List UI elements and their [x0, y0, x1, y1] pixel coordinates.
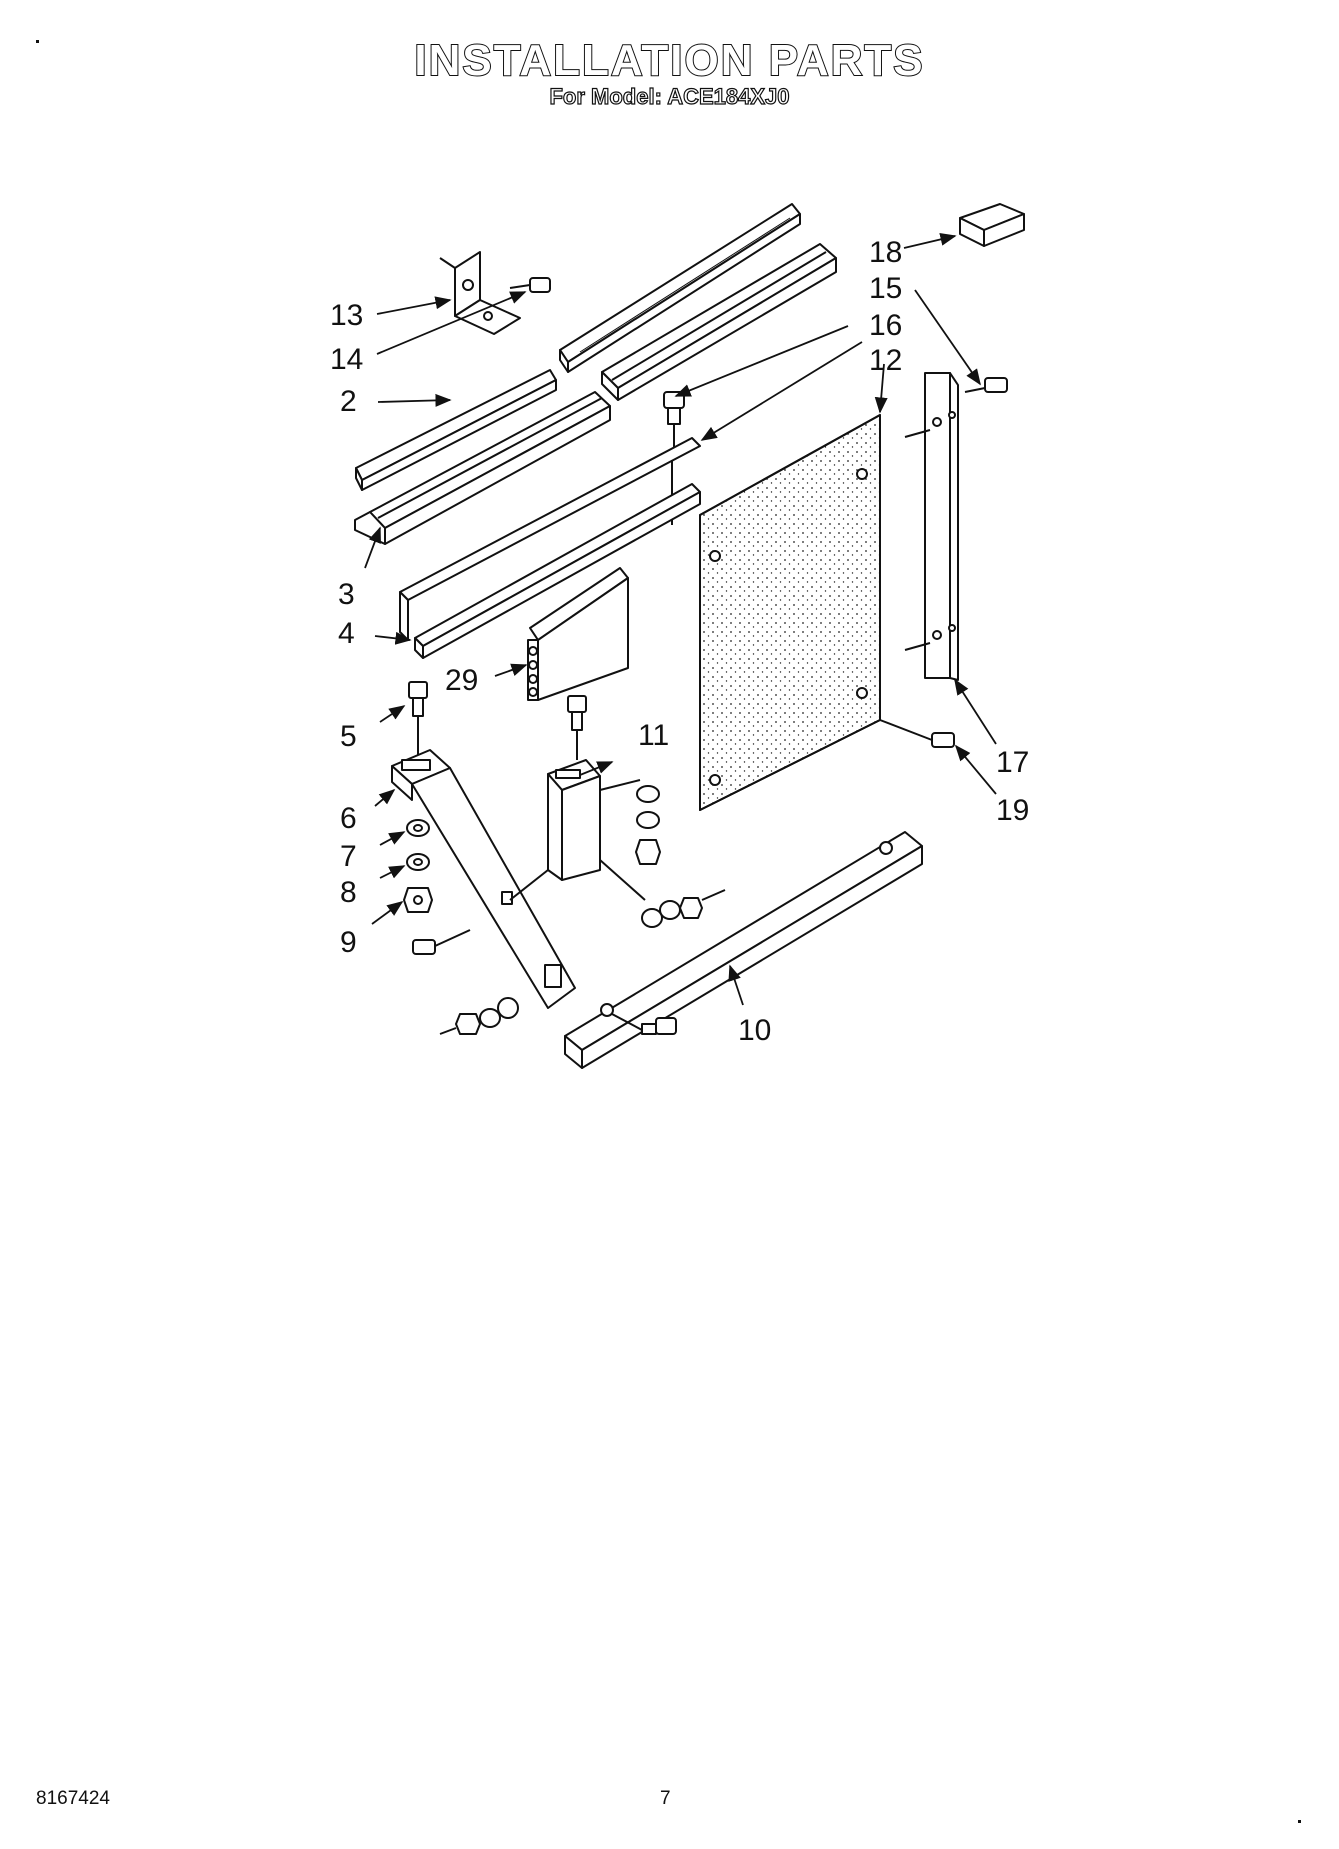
- lower-left-rail-part: [355, 369, 557, 491]
- callout-8: 8: [340, 876, 357, 909]
- top-rail-part: [559, 203, 801, 373]
- angle-16-part: [399, 437, 701, 641]
- document-number: 8167424: [36, 1788, 110, 1809]
- bottom-rail-10-part: [564, 831, 923, 1069]
- model-subtitle: For Model: ACE184XJ0: [549, 83, 790, 109]
- callout-14: 14: [330, 343, 363, 376]
- foam-strip-29-part: [527, 567, 629, 701]
- screw-14-part: [509, 277, 551, 293]
- leader-lines: [364, 233, 997, 1006]
- bolt-11-part: [567, 695, 587, 760]
- callout-15: 15: [869, 272, 902, 305]
- panel-12-part: [699, 414, 881, 811]
- callout-4: 4: [338, 617, 355, 650]
- nut-9-part: [403, 887, 433, 913]
- screw-15-part: [663, 391, 685, 448]
- callout-10: 10: [738, 1014, 771, 1047]
- callout-19: 19: [996, 794, 1029, 827]
- corner-bracket-part: [439, 251, 521, 335]
- scan-speck: [1298, 1820, 1301, 1823]
- callout-labels: 13 14 2 3 4 29 5 11 6 7 8 9 10 18 15 16 …: [330, 236, 1029, 1047]
- callout-17: 17: [996, 746, 1029, 779]
- callout-13: 13: [330, 299, 363, 332]
- callout-7: 7: [340, 840, 357, 873]
- block-18-part: [959, 203, 1025, 247]
- page-title: INSTALLATION PARTS: [413, 35, 925, 86]
- bolt-10-part: [611, 1013, 677, 1035]
- support-leg-6-part: [391, 749, 576, 1009]
- angle-4-part: [414, 483, 701, 659]
- screw-19-part: [879, 719, 955, 748]
- lower-left-channel-part: [354, 391, 611, 545]
- washer-7-part: [406, 819, 430, 837]
- upper-channel-part: [601, 243, 837, 401]
- bolt-5-part: [408, 681, 428, 760]
- callout-5: 5: [340, 720, 357, 753]
- callout-3: 3: [338, 578, 355, 611]
- callout-29: 29: [445, 664, 478, 697]
- vertical-strip-17-part: [904, 372, 959, 681]
- scan-speck: [36, 40, 39, 43]
- callout-2: 2: [340, 385, 357, 418]
- callout-11: 11: [638, 719, 669, 752]
- washer-stack-part: [635, 785, 661, 865]
- page-number: 7: [660, 1788, 671, 1809]
- bracket-11-part: [509, 759, 646, 901]
- washer-8-part: [406, 853, 430, 871]
- screw-15-right-part: [964, 377, 1008, 393]
- callout-18: 18: [869, 236, 902, 269]
- callout-16: 16: [869, 309, 902, 342]
- callout-6: 6: [340, 802, 357, 835]
- screw-lower-left-part: [412, 929, 471, 955]
- washer-row-bottom-part: [439, 997, 519, 1035]
- callout-12: 12: [869, 344, 902, 377]
- washer-row-part: [641, 889, 726, 928]
- callout-9: 9: [340, 926, 357, 959]
